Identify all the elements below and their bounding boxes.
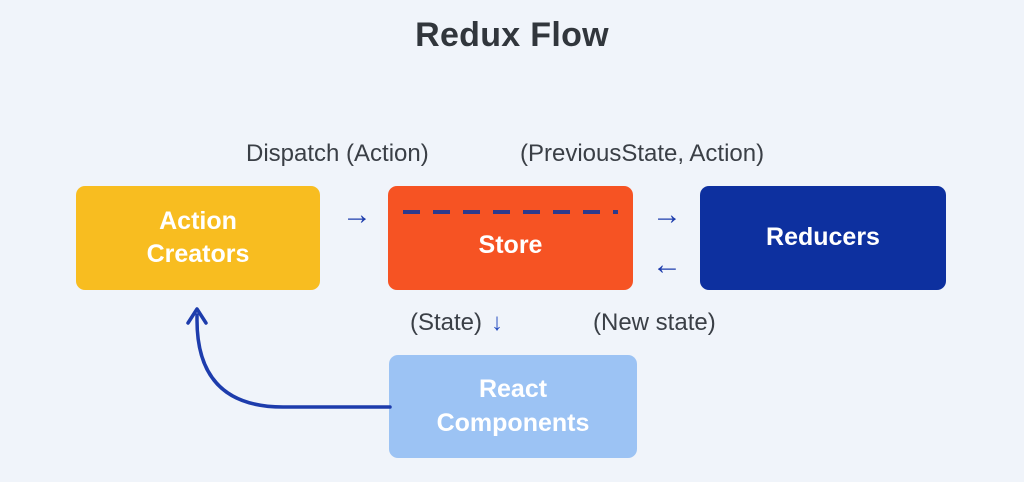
store-label: Store (478, 231, 543, 260)
action-creators-label-line2: Creators (146, 240, 250, 268)
action-creators-label-line1: Action (159, 206, 237, 235)
react-components-label-line2: Components (436, 408, 590, 437)
arrow-right-icon: → (652, 198, 682, 231)
react-components-label-line1: React (478, 375, 548, 403)
arrow-up-icon (186, 307, 208, 325)
node-react-components: React Components (389, 355, 637, 458)
reducers-label: Reducers (766, 223, 880, 252)
arrow-left-icon: ← (652, 248, 682, 281)
node-action-creators: Action Creators (76, 186, 320, 290)
node-reducers: Reducers (700, 186, 946, 290)
arrow-right-icon: → (342, 198, 372, 231)
label-state: (State) ↓ (410, 309, 503, 337)
arrow-down-icon: ↓ (491, 309, 504, 336)
node-store: Store (388, 186, 633, 290)
label-previousstate-action: (PreviousState, Action) (520, 140, 765, 167)
store-dashed-line (403, 210, 618, 214)
label-dispatch-action: Dispatch (Action) (246, 140, 429, 167)
diagram-title: Redux Flow (415, 16, 609, 54)
state-label-text: (State) (410, 309, 483, 336)
label-new-state: (New state) (593, 309, 716, 336)
